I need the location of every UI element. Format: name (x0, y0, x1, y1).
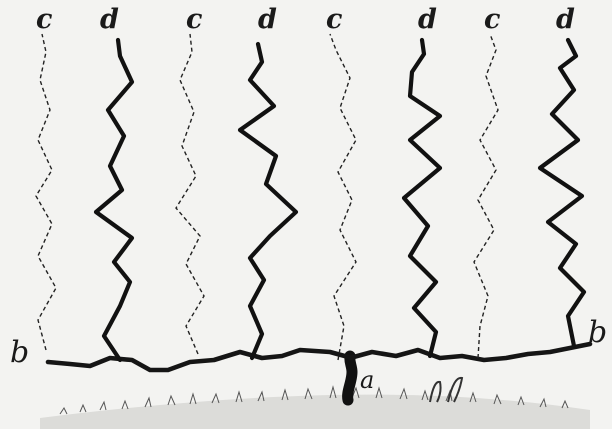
dashed-canes (36, 34, 498, 360)
label-c1: c (36, 4, 52, 35)
label-d3: d (418, 4, 437, 35)
label-d2: d (258, 4, 277, 35)
label-b-left: b (10, 335, 29, 370)
label-d1: d (100, 4, 119, 35)
label-a: a (360, 366, 374, 394)
ground-mound (40, 378, 590, 429)
label-c3: c (326, 4, 342, 35)
label-d4: d (556, 4, 575, 35)
dashed-cane-c3 (330, 34, 356, 360)
dashed-cane-c2 (176, 34, 204, 354)
label-b-right: b (588, 315, 607, 350)
cane-d1 (96, 40, 132, 360)
right-arm (350, 344, 590, 360)
cane-d3 (404, 40, 440, 356)
cane-d4 (540, 40, 584, 346)
dashed-cane-c4 (474, 34, 498, 358)
left-arm (48, 350, 352, 370)
label-c4: c (484, 4, 500, 35)
trunk (348, 356, 352, 400)
label-c2: c (186, 4, 202, 35)
cane-d2 (240, 44, 296, 358)
diagram-labels: c d c d c d c d b b a (10, 4, 607, 394)
dashed-cane-c1 (36, 34, 56, 350)
